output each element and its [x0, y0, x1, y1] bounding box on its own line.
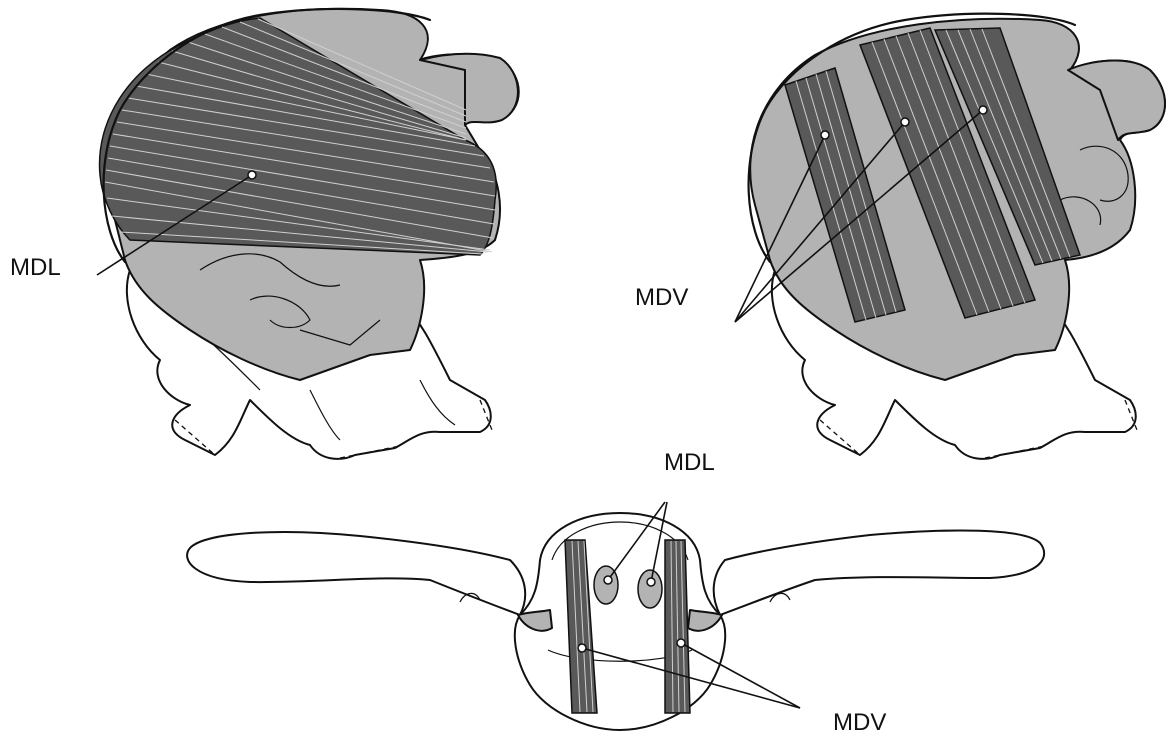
- cross-section-mdv-pointer-dot-2: [677, 639, 685, 647]
- cross-section-mdl-pointer-dot-2: [647, 578, 655, 586]
- cross-section-mdv-pointer-dot-1: [578, 644, 586, 652]
- right-view-mdv-label: MDV: [635, 284, 688, 311]
- right-view-mdv-pointer-dot-2: [901, 118, 909, 126]
- cross-section-mdl-right: [638, 570, 662, 608]
- cross-section-view: MDL MDV: [187, 449, 1044, 735]
- left-thorax-view: MDL: [10, 9, 519, 459]
- left-view-mdl-label: MDL: [10, 254, 61, 281]
- cross-section-mdl-label: MDL: [664, 449, 715, 476]
- right-view-mdv-pointer-dot-1: [821, 131, 829, 139]
- left-view-mdl-pointer-dot: [248, 171, 256, 179]
- left-view-mdl-muscle: [100, 18, 497, 255]
- cross-section-mdv-label: MDV: [833, 709, 886, 735]
- cross-section-left-wing: [187, 532, 525, 615]
- right-thorax-view: MDV: [635, 14, 1165, 459]
- cross-section-mdl-pointer-dot-1: [604, 576, 612, 584]
- cross-section-right-wing: [714, 530, 1044, 615]
- right-view-mdv-pointer-dot-3: [979, 106, 987, 114]
